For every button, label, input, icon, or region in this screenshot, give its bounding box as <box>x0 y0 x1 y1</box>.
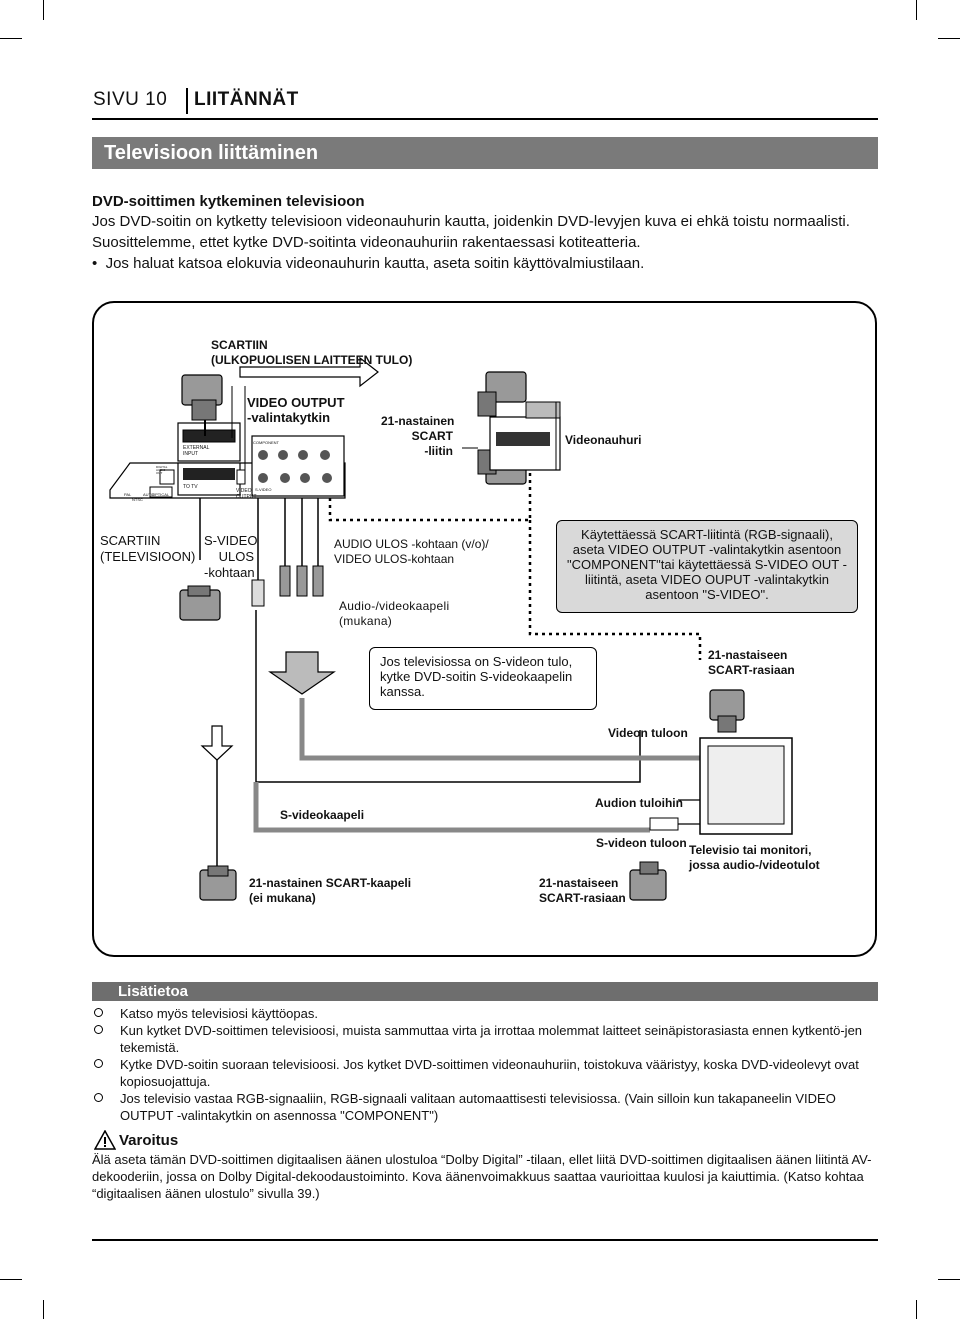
note-item: Jos televisio vastaa RGB-signaaliin, RGB… <box>92 1090 878 1124</box>
arrow-down-icon <box>268 651 336 695</box>
arrow-down-icon <box>200 725 234 761</box>
crop-mark <box>0 1279 22 1280</box>
label-av-cable: Audio-/videokaapeli (mukana) <box>339 599 450 628</box>
crop-mark <box>0 38 22 39</box>
note-list: Katso myös televisiosi käyttöopas. Kun k… <box>92 1005 878 1124</box>
info-title: Lisätietoa <box>118 983 189 1000</box>
warning-icon <box>94 1130 116 1150</box>
label-svideo-cable: S-videokaapeli <box>280 808 365 822</box>
label-scart-21pin: 21-nastainen SCART -liitin <box>381 414 455 458</box>
connection-diagram <box>92 301 877 957</box>
dvd-rear-panel <box>109 422 346 499</box>
label-scart-socket-bottom: 21-nastaiseen SCART-rasiaan <box>539 876 626 905</box>
note-text: Kun kytket DVD-soittimen televisioosi, m… <box>120 1023 863 1055</box>
intro-bullet: • Jos haluat katsoa elokuvia videonauhur… <box>92 255 645 272</box>
scart-plug-icon <box>709 689 745 733</box>
intro-heading: DVD-soittimen kytkeminen televisioon <box>92 193 365 210</box>
label-audio-in: Audion tuloihin <box>595 796 683 810</box>
title-bar <box>92 137 878 169</box>
panel-svideo: S-VIDEO <box>255 487 272 492</box>
note-item: Kun kytket DVD-soittimen televisioosi, m… <box>92 1022 878 1056</box>
panel-auto: AUTO <box>143 492 155 497</box>
note-text: Katso myös televisiosi käyttöopas. <box>120 1006 318 1021</box>
callout-svideo: Jos televisiossa on S-videon tulo, kytke… <box>369 647 597 710</box>
panel-external-input: EXTERNAL INPUT <box>183 445 210 457</box>
label-scart-socket-top: 21-nastaiseen SCART-rasiaan <box>708 648 795 677</box>
panel-video-output: VIDEO OUTPUT <box>236 488 257 500</box>
info-bar <box>92 982 878 1001</box>
intro-bullet-text: Jos haluat katsoa elokuvia videonauhurin… <box>105 255 645 272</box>
note-item: Katso myös televisiosi käyttöopas. <box>92 1005 878 1022</box>
intro-line: Suosittelemme, ettet kytke DVD-soitinta … <box>92 234 641 251</box>
header-divider <box>186 88 188 114</box>
crop-mark <box>916 0 917 20</box>
tv-icon <box>699 737 793 835</box>
callout-scart-setting: Käytettäessä SCART-liitintä (RGB-signaal… <box>556 520 858 613</box>
label-svideo-in: S-videon tuloon <box>596 836 687 850</box>
label-scart-external: SCARTIIN (ULKOPUOLISEN LAITTEEN TULO) <box>211 338 413 367</box>
scart-plug-icon <box>179 585 221 621</box>
panel-component: COMPONENT <box>253 440 279 445</box>
note-text: Kytke DVD-soitin suoraan televisioosi. J… <box>120 1057 859 1089</box>
bullet-icon <box>94 1059 103 1068</box>
panel-pal: PAL <box>124 492 132 497</box>
label-vcr: Videonauhuri <box>565 433 642 447</box>
section-title: LIITÄNNÄT <box>194 89 299 110</box>
label-scart-tv: SCARTIIN (TELEVISIOON) <box>100 533 196 564</box>
crop-mark <box>938 1279 960 1280</box>
label-scart-cable: 21-nastainen SCART-kaapeli (ei mukana) <box>249 876 412 905</box>
warning-text: Älä aseta tämän DVD-soittimen digitaalis… <box>92 1152 872 1201</box>
label-audio-out: AUDIO ULOS -kohtaan (v/o)/ VIDEO ULOS-ko… <box>334 537 489 566</box>
panel-digital: DIGITAL AUDIO OUT <box>156 465 168 475</box>
note-item: Kytke DVD-soitin suoraan televisioosi. J… <box>92 1056 878 1090</box>
note-text: Jos televisio vastaa RGB-signaaliin, RGB… <box>120 1091 836 1123</box>
footer-rule <box>92 1239 878 1241</box>
page-title: Televisioon liittäminen <box>104 142 319 164</box>
label-svideo-out: S-VIDEO ULOS -kohtaan <box>204 533 258 580</box>
label-tv-monitor: Televisio tai monitori, jossa audio-/vid… <box>689 843 820 872</box>
label-video-output-switch: VIDEO OUTPUT -valintakytkin <box>247 395 345 425</box>
warning-title: Varoitus <box>119 1132 179 1149</box>
panel-optical: OPTICAL <box>152 492 170 497</box>
intro-line: Jos DVD-soitin on kytketty televisioon v… <box>92 213 850 230</box>
crop-mark <box>43 1300 44 1319</box>
scart-plug-icon <box>181 374 223 421</box>
arrow-right-icon <box>239 356 379 388</box>
bullet-icon <box>94 1025 103 1034</box>
page-number: SIVU 10 <box>93 89 168 110</box>
bullet-icon <box>94 1008 103 1017</box>
crop-mark <box>916 1300 917 1319</box>
scart-plug-icon <box>199 861 667 901</box>
crop-mark <box>43 0 44 20</box>
bullet-icon <box>94 1093 103 1102</box>
panel-ntsc: NTSC <box>132 497 143 502</box>
header-rule <box>92 118 878 120</box>
crop-mark <box>938 38 960 39</box>
label-video-in: Videon tuloon <box>608 726 688 740</box>
vcr-icon <box>489 401 561 471</box>
panel-to-tv: TO TV <box>183 484 198 490</box>
